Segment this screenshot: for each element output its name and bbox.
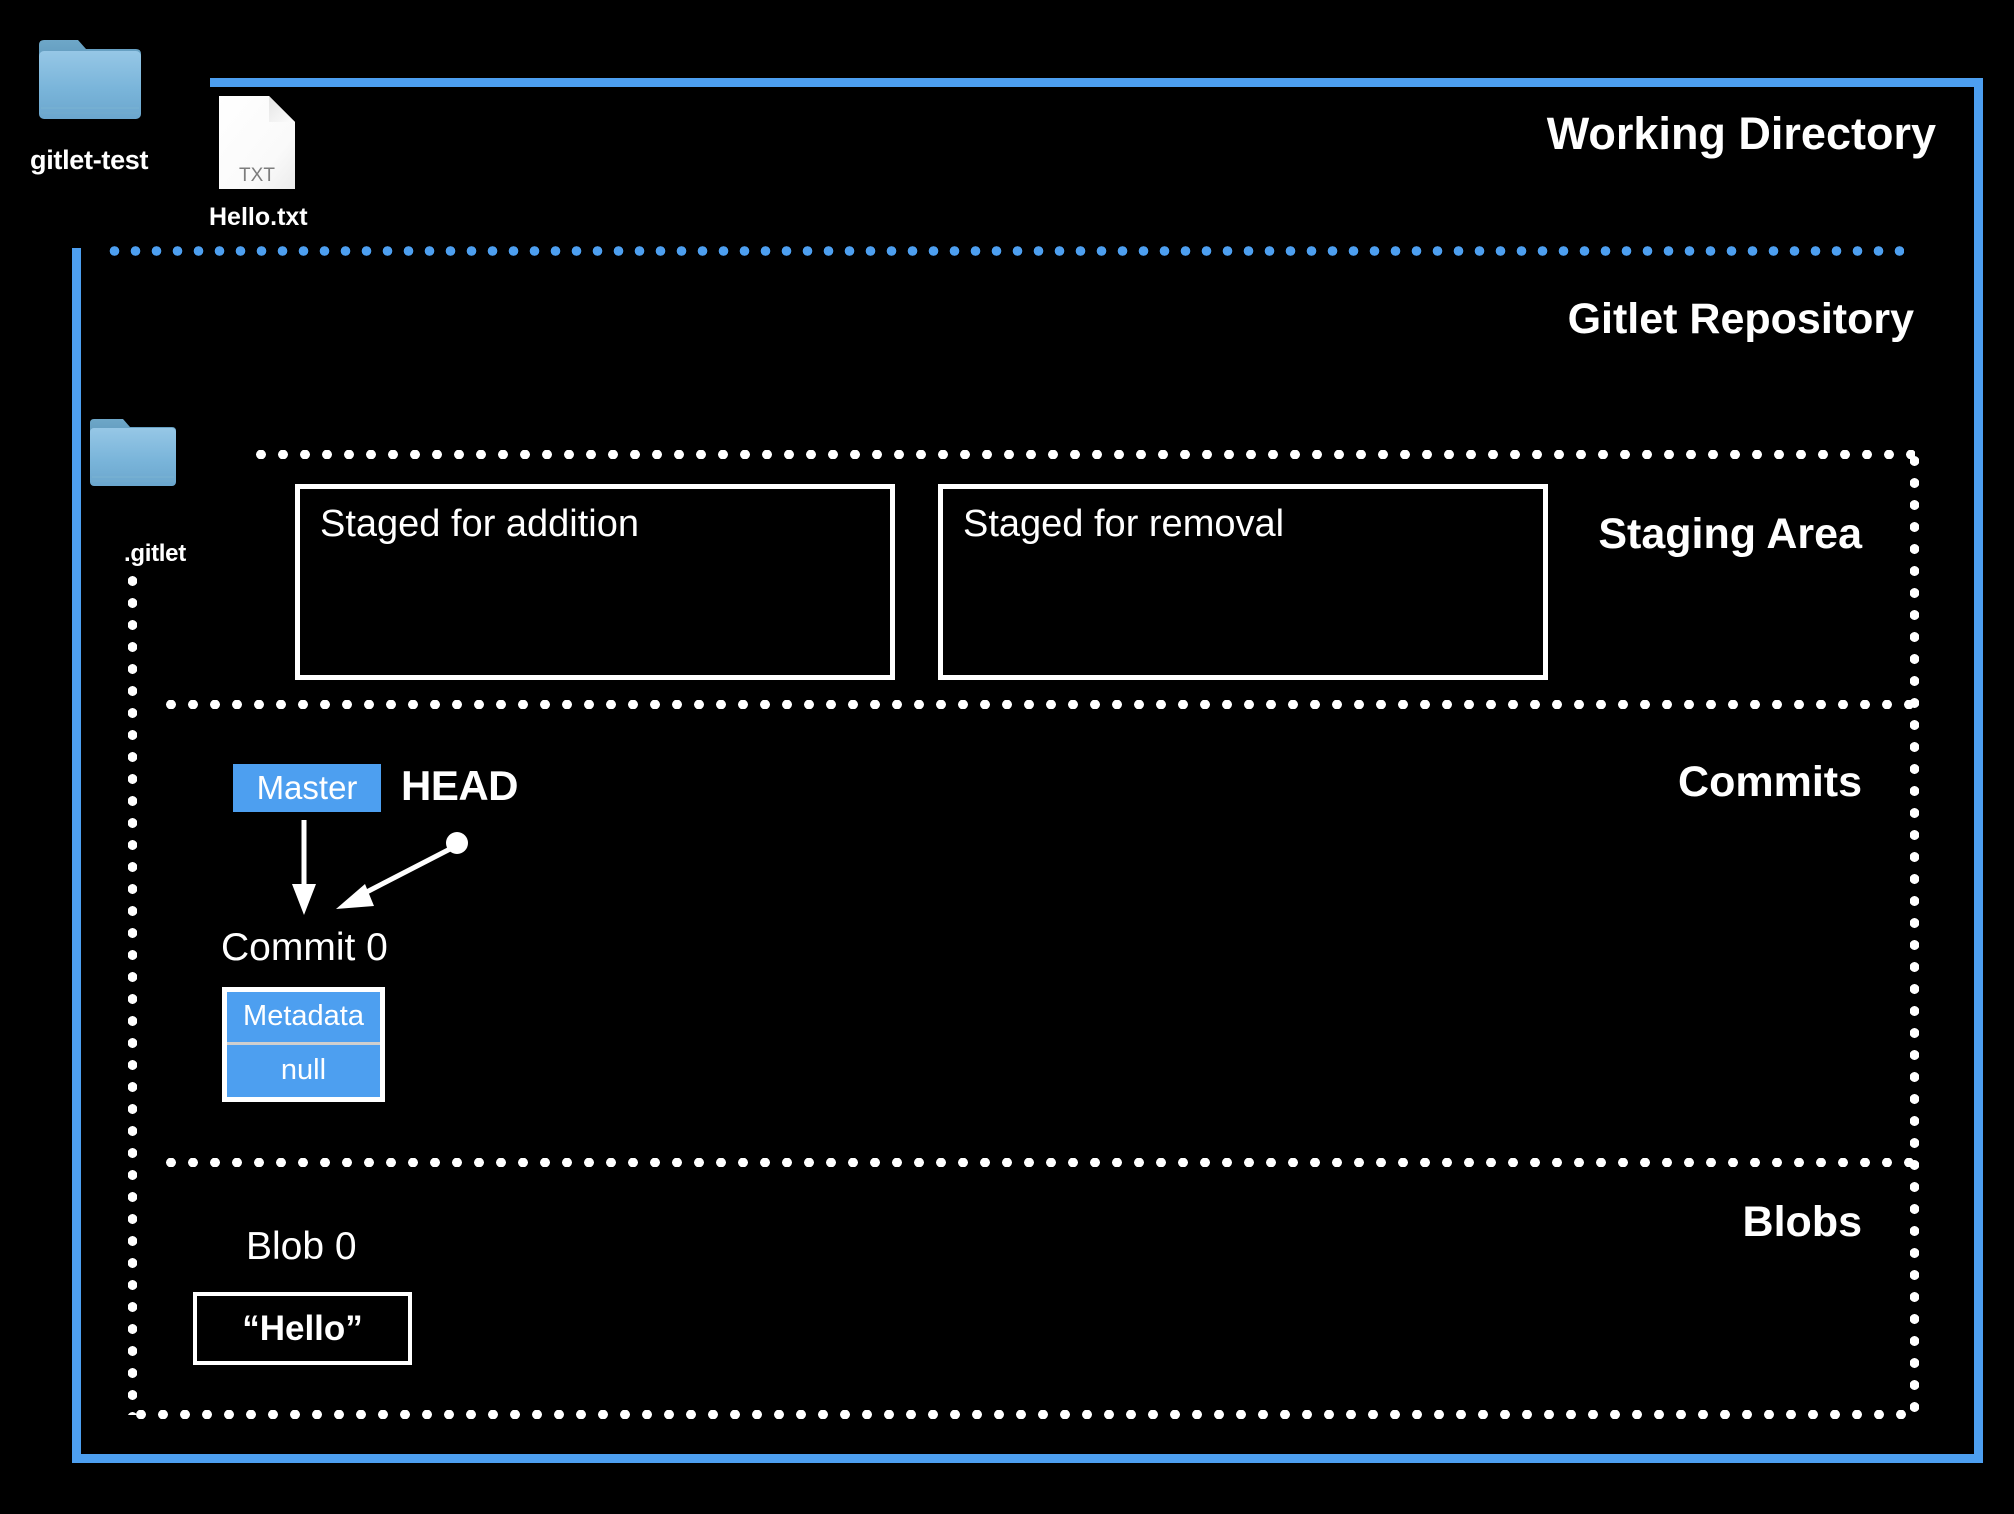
txt-file-icon: TXT: [219, 96, 295, 189]
commit-label: Commit 0: [221, 926, 388, 969]
wd-border-bottom: [72, 1454, 1983, 1463]
folder-icon-gitlet-test: [37, 33, 143, 125]
staged-for-removal-label: Staged for removal: [963, 503, 1285, 545]
wd-border-left: [72, 248, 81, 1463]
commit-box[interactable]: Metadata null: [222, 987, 385, 1102]
blobs-dotted-bottom: [130, 1410, 1915, 1419]
blob-label: Blob 0: [246, 1225, 357, 1268]
blob-box[interactable]: “Hello”: [193, 1292, 412, 1365]
wd-border-right: [1974, 78, 1983, 1463]
repo-dotted-left: [128, 570, 137, 1415]
section-title-blobs: Blobs: [1742, 1198, 1862, 1246]
commit-parent-cell: null: [280, 1054, 327, 1087]
repo-dotted-right: [1910, 450, 1919, 1415]
folder-icon-dot-gitlet: [88, 413, 178, 491]
commit-metadata-cell: Metadata: [227, 992, 380, 1045]
folder-label-gitlet-test: gitlet-test: [30, 145, 149, 175]
branch-badge-master[interactable]: Master: [233, 764, 381, 812]
blob-value: “Hello”: [242, 1308, 363, 1348]
commits-dotted-bottom: [160, 1158, 1915, 1167]
section-title-working-directory: Working Directory: [1546, 108, 1936, 159]
staged-for-addition-label: Staged for addition: [320, 503, 640, 545]
staging-dotted-top: [250, 450, 1915, 459]
head-pointer-label: HEAD: [401, 762, 519, 809]
section-title-staging-area: Staging Area: [1598, 510, 1862, 558]
svg-text:TXT: TXT: [239, 165, 275, 186]
staged-for-removal-box[interactable]: Staged for removal: [938, 484, 1548, 680]
wd-border-top: [210, 78, 1983, 87]
staged-for-addition-box[interactable]: Staged for addition: [295, 484, 895, 680]
staging-dotted-bottom: [160, 700, 1915, 709]
section-title-gitlet-repository: Gitlet Repository: [1567, 295, 1914, 343]
working-directory-repository-divider: [104, 246, 1904, 256]
folder-label-dot-gitlet: .gitlet: [124, 540, 186, 567]
file-label-hello-txt: Hello.txt: [209, 203, 308, 231]
section-title-commits: Commits: [1678, 758, 1862, 806]
